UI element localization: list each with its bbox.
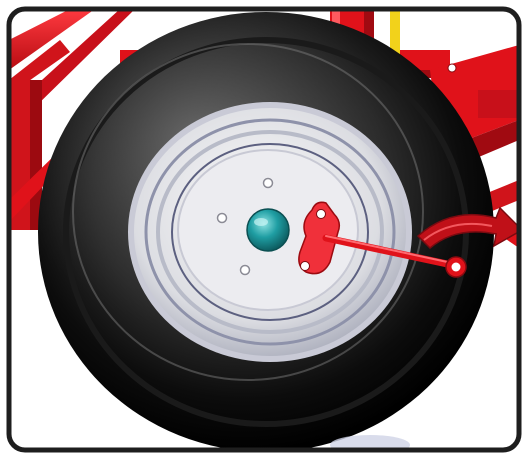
lug-hole xyxy=(218,214,227,223)
lug-hole xyxy=(264,179,273,188)
hub-cap xyxy=(247,209,289,251)
lug-hole xyxy=(241,266,250,275)
